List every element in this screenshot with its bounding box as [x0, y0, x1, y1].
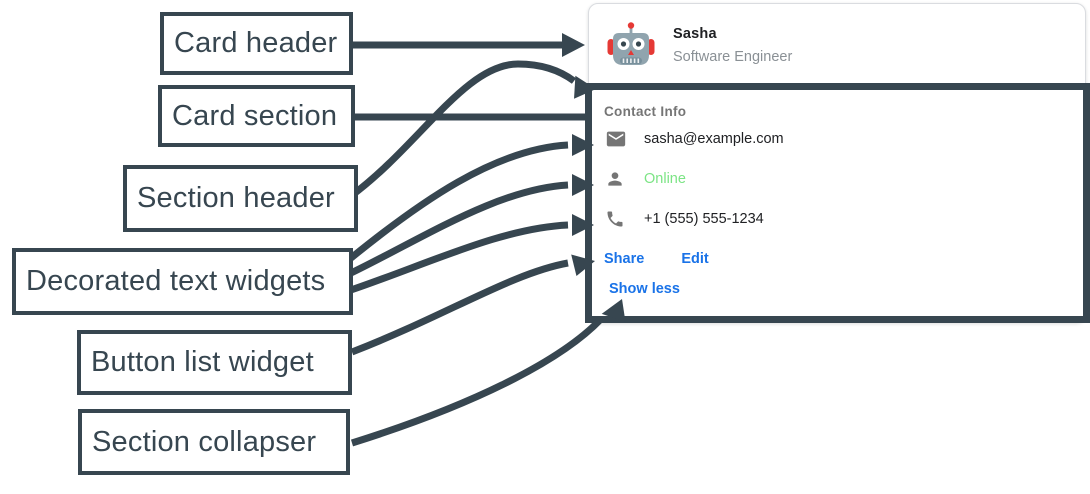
arrow-card-header — [353, 33, 585, 57]
card-section: Contact Info sasha@example.com Online +1… — [585, 83, 1090, 323]
label-section-header-text: Section header — [137, 182, 335, 214]
email-icon — [605, 128, 627, 150]
arrow-button-list — [350, 254, 595, 356]
card-header: Sasha Software Engineer — [589, 4, 1085, 84]
arrow-decorated-status — [349, 174, 594, 277]
label-collapser-text: Section collapser — [92, 425, 317, 458]
phone-icon — [605, 208, 627, 230]
avatar — [605, 19, 657, 71]
contact-row-status: Online — [604, 159, 1083, 199]
contact-row-email: sasha@example.com — [604, 119, 1083, 159]
email-text: sasha@example.com — [644, 131, 784, 147]
section-header-title: Contact Info — [604, 104, 687, 119]
label-section-collapser: Section collapser — [78, 409, 350, 475]
label-card-header-text: Card header — [174, 27, 338, 59]
arrow-section-header — [348, 60, 596, 199]
contact-row-phone: +1 (555) 555-1234 — [604, 199, 1083, 239]
section-collapser[interactable]: Show less — [609, 281, 680, 297]
phone-text: +1 (555) 555-1234 — [644, 211, 764, 227]
person-icon — [605, 168, 627, 190]
label-card-header: Card header — [160, 12, 353, 75]
edit-button[interactable]: Edit — [681, 251, 709, 267]
label-button-list-widget: Button list widget — [77, 330, 352, 395]
label-section-header: Section header — [123, 165, 358, 232]
robot-avatar-icon — [607, 22, 655, 65]
arrow-decorated-phone — [349, 214, 594, 294]
button-list: Share Edit — [604, 251, 1083, 267]
share-button[interactable]: Share — [604, 251, 645, 267]
label-card-section-text: Card section — [172, 99, 338, 132]
label-decorated-text: Decorated text widgets — [26, 265, 326, 297]
person-role: Software Engineer — [673, 48, 793, 65]
label-button-list-text: Button list widget — [91, 346, 314, 378]
status-text: Online — [644, 171, 686, 187]
label-decorated-text-widgets: Decorated text widgets — [12, 248, 353, 315]
label-card-section: Card section — [158, 85, 355, 147]
person-name: Sasha — [673, 25, 717, 42]
arrow-decorated-email — [348, 134, 594, 261]
